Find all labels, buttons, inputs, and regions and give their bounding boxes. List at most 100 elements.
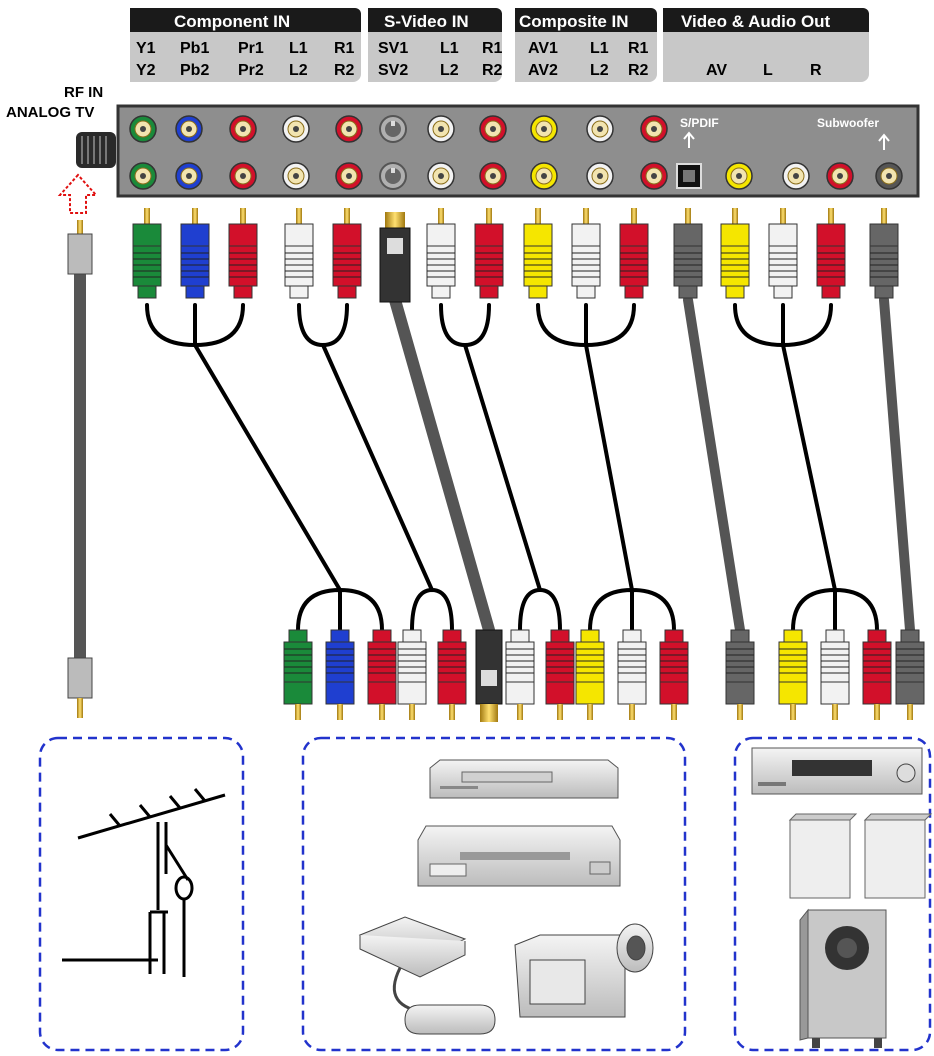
rca-jack [479,115,507,143]
port-label: SV2 [378,62,408,79]
audio-group-box [733,736,932,1052]
rca-plug [367,629,397,720]
rca-jack [129,115,157,143]
rca-jack [640,115,668,143]
port-label: L2 [590,62,609,79]
rca-plug [474,208,504,299]
svideo-in-header: S-Video IN [384,12,469,31]
rca-plug [725,629,755,720]
port-label: AV2 [528,62,558,79]
rca-jack [335,115,363,143]
cables [74,264,915,666]
rf-plug [67,220,93,718]
vcr-icon [429,759,619,799]
port-label: Y1 [136,40,156,57]
rca-jack [725,162,753,190]
rca-jack [586,115,614,143]
rca-jack [427,162,455,190]
port-label: Pr2 [238,62,264,79]
port-label: Pb2 [180,62,209,79]
spdif-label: S/PDIF [680,116,719,130]
device-groups [38,736,932,1052]
rca-plug [571,208,601,299]
rca-plug [862,629,892,720]
port-label: R2 [334,62,355,79]
rca-plug [617,629,647,720]
port-label: AV1 [528,40,558,57]
port-label: L2 [289,62,308,79]
spdif-jack [676,163,702,189]
rca-jack [229,162,257,190]
header-bar: Component IN S-Video IN Composite IN Vid… [130,8,869,32]
back-panel: S/PDIF Subwoofer [76,104,920,198]
rca-plug [426,208,456,299]
panel-jacks [129,115,903,190]
rca-plug [332,208,362,299]
port-label: R [810,62,822,79]
rca-plug [397,629,427,720]
rca-jack [229,115,257,143]
camcorder-icon [514,923,654,1018]
port-label: R2 [482,62,503,79]
port-label: L1 [590,40,609,57]
rca-plug [768,208,798,299]
rca-plug [720,208,750,299]
port-label: R2 [628,62,649,79]
rca-plug [673,208,703,299]
rca-plug [523,208,553,299]
rca-plug [545,629,575,720]
rca-plug [778,629,808,720]
rca-plug [619,208,649,299]
svideo-jack [379,115,407,143]
antenna-icon [62,788,226,977]
port-label: R1 [334,40,355,57]
video-audio-out-header: Video & Audio Out [681,12,831,31]
speaker-icon [788,813,933,899]
rca-plug [132,208,162,299]
rca-jack [129,162,157,190]
port-label: SV1 [378,40,408,57]
rca-plug [820,629,850,720]
analog-tv-label: ANALOG TV [6,104,94,121]
rca-plug [325,629,355,720]
rca-plug [869,208,899,299]
plugs [67,208,925,722]
rca-plug [505,629,535,720]
rca-jack [530,115,558,143]
subwoofer-icon [799,908,887,1048]
port-label: R1 [628,40,649,57]
subheader-bar [130,32,869,82]
game-console-icon [358,916,496,1035]
rca-jack [335,162,363,190]
port-label: Y2 [136,62,156,79]
svideo-jack [379,162,407,190]
dotted-up-arrow-icon [57,173,99,214]
rca-jack [282,115,310,143]
rca-jack [782,162,810,190]
source-group-box [301,736,687,1052]
rf-in-label: RF IN [64,84,103,101]
rca-plug [283,629,313,720]
subwoofer-label: Subwoofer [817,116,879,130]
antenna-group-box [38,736,245,1052]
rca-plug [284,208,314,299]
rca-jack [282,162,310,190]
rca-jack [175,115,203,143]
rca-plug [437,629,467,720]
port-label: Pb1 [180,40,209,57]
composite-in-header: Composite IN [519,12,629,31]
port-label: L1 [289,40,308,57]
rca-jack [427,115,455,143]
subwoofer-jack [875,162,903,190]
rca-jack [826,162,854,190]
rca-jack [586,162,614,190]
port-label: L [763,62,773,79]
rca-plug [895,629,925,720]
rca-plug [180,208,210,299]
rca-plug [659,629,689,720]
port-label: L1 [440,40,459,57]
rca-jack [530,162,558,190]
rca-jack [175,162,203,190]
